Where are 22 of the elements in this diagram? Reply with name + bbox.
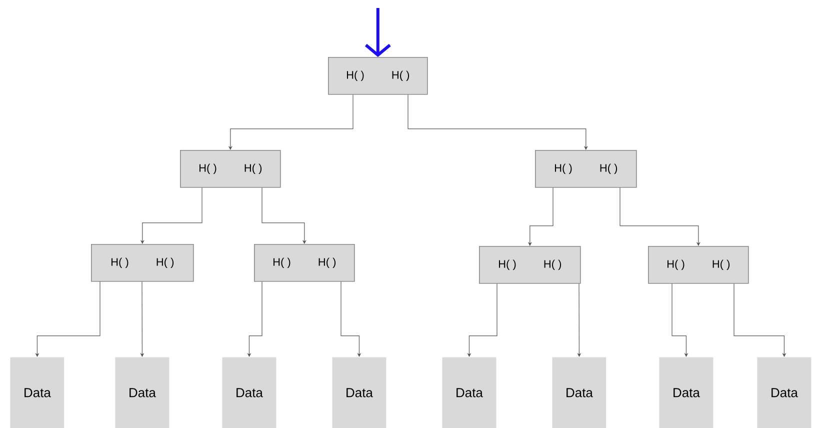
data-box: Data bbox=[222, 357, 276, 428]
hash-box: H( ) H( ) bbox=[535, 150, 637, 188]
data-box: Data bbox=[659, 357, 714, 428]
data-box: Data bbox=[757, 357, 812, 428]
hash-box: H( ) H( ) bbox=[328, 57, 428, 95]
data-box: Data bbox=[442, 357, 496, 428]
arrow bbox=[734, 284, 786, 357]
arrow bbox=[364, 8, 391, 57]
hash-box: H( ) H( ) bbox=[91, 244, 194, 282]
hash-box: H( ) H( ) bbox=[254, 244, 355, 282]
data-box: Data bbox=[10, 357, 64, 428]
arrow bbox=[408, 94, 588, 150]
data-box: Data bbox=[552, 357, 606, 428]
arrow bbox=[620, 188, 700, 246]
arrow bbox=[262, 188, 306, 244]
arrow bbox=[340, 282, 362, 357]
hash-box: H( ) H( ) bbox=[479, 246, 581, 284]
hash-box: H( ) H( ) bbox=[648, 246, 749, 284]
data-box: Data bbox=[115, 357, 170, 428]
data-box: Data bbox=[332, 357, 386, 428]
arrow bbox=[672, 284, 688, 357]
hash-box: H( ) H( ) bbox=[180, 150, 281, 188]
